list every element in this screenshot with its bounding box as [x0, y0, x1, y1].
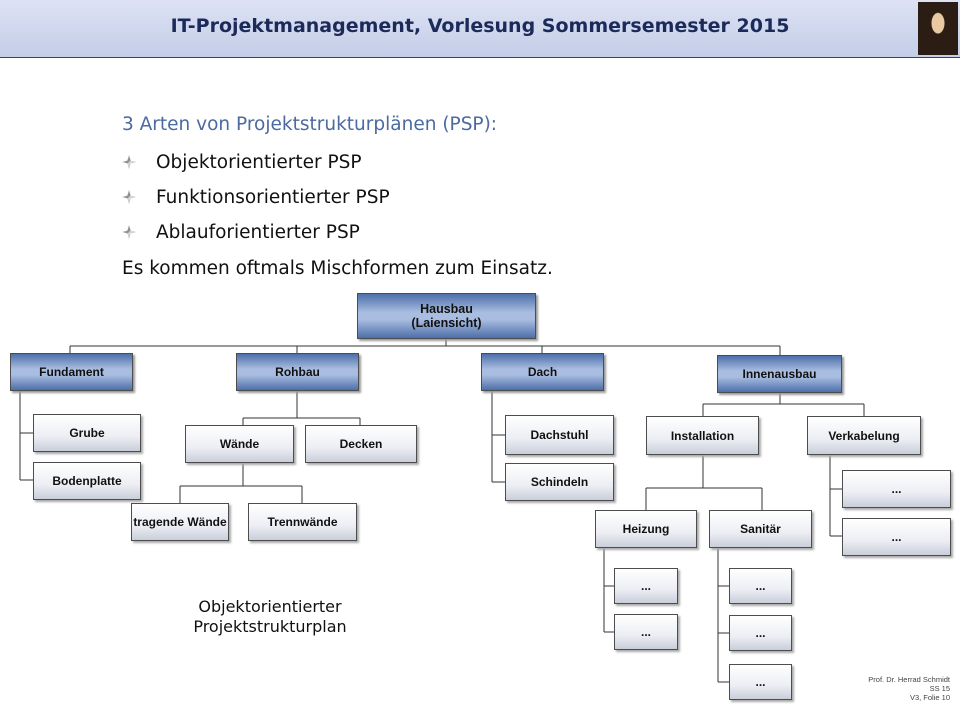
- node-dachstuhl: Dachstuhl: [505, 415, 614, 455]
- node-decken: Decken: [305, 425, 417, 463]
- footer-author: Prof. Dr. Herrad Schmidt: [868, 675, 950, 684]
- bullet-item: Funktionsorientierter PSP: [122, 187, 390, 208]
- footer-semester: SS 15: [929, 684, 950, 693]
- node-ellipsis: ...: [614, 614, 678, 650]
- node-installation: Installation: [646, 416, 759, 455]
- node-rohbau: Rohbau: [236, 353, 359, 391]
- note-text: Es kommen oftmals Mischformen zum Einsat…: [122, 258, 553, 279]
- node-waende: Wände: [185, 425, 294, 463]
- node-ellipsis: ...: [729, 615, 792, 651]
- node-verkabelung: Verkabelung: [807, 416, 921, 455]
- node-ellipsis: ...: [842, 470, 951, 508]
- node-hausbau: Hausbau(Laiensicht): [357, 293, 536, 339]
- portrait-image: [918, 2, 958, 55]
- slide-footer: Prof. Dr. Herrad Schmidt SS 15 V3, Folie…: [830, 675, 950, 702]
- bullet-item: Ablauforientierter PSP: [122, 222, 360, 243]
- node-bodenplatte: Bodenplatte: [33, 462, 141, 500]
- node-innenausbau: Innenausbau: [717, 355, 842, 393]
- node-tragende-waende: tragende Wände: [131, 503, 229, 541]
- bullet-item: Objektorientierter PSP: [122, 152, 362, 173]
- node-grube: Grube: [33, 414, 141, 452]
- diagram-caption: Objektorientierter Projektstrukturplan: [193, 597, 347, 636]
- node-trennwaende: Trennwände: [248, 503, 357, 541]
- node-ellipsis: ...: [614, 568, 678, 604]
- node-fundament: Fundament: [10, 353, 133, 391]
- footer-slide-number: V3, Folie 10: [909, 693, 950, 702]
- node-schindeln: Schindeln: [505, 463, 614, 501]
- node-ellipsis: ...: [729, 664, 792, 700]
- node-sanitaer: Sanitär: [709, 510, 812, 548]
- node-dach: Dach: [481, 353, 604, 391]
- node-heizung: Heizung: [595, 510, 697, 548]
- node-ellipsis: ...: [842, 518, 951, 556]
- header-bar: IT-Projektmanagement, Vorlesung Sommerse…: [0, 0, 960, 58]
- node-ellipsis: ...: [729, 568, 792, 604]
- slide-title: 3 Arten von Projektstrukturplänen (PSP):: [122, 114, 498, 135]
- header-title: IT-Projektmanagement, Vorlesung Sommerse…: [170, 15, 790, 37]
